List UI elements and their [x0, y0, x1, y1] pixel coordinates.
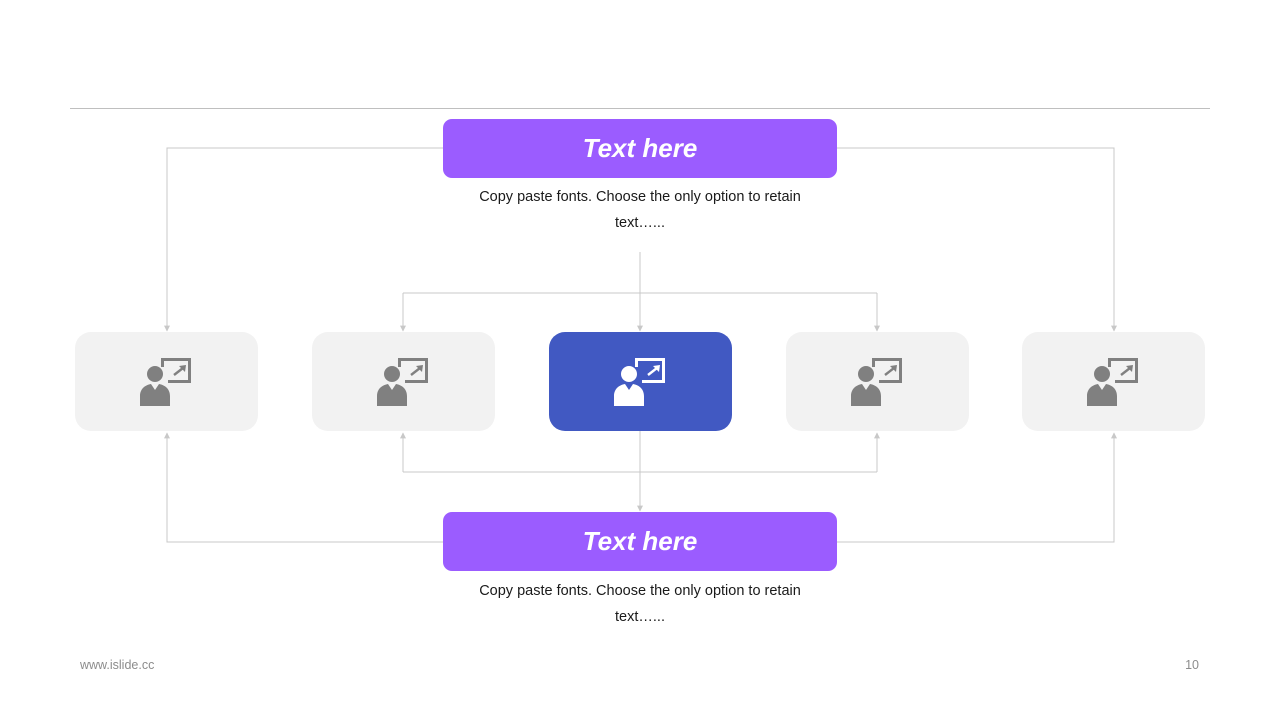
- presenter-chart-icon: [613, 357, 665, 406]
- top-description-line-1: Copy paste fonts. Choose the only option…: [479, 189, 801, 205]
- bottom-description-line-1: Copy paste fonts. Choose the only option…: [479, 583, 801, 599]
- bottom-description-line-2: text…...: [615, 609, 665, 625]
- node-1: [75, 332, 258, 431]
- page-number: 10: [1185, 658, 1199, 672]
- bottom-title: Text here: [582, 526, 698, 556]
- top-description: Copy paste fonts. Choose the only option…: [443, 184, 837, 236]
- top-description-line-2: text…...: [615, 215, 665, 231]
- presenter-chart-icon: [850, 357, 902, 406]
- node-3-active: [549, 332, 732, 431]
- connector-bottom-right-outer: [837, 432, 1117, 543]
- presenter-chart-icon: [376, 357, 428, 406]
- presenter-chart-icon: [139, 357, 191, 406]
- top-title-box: Text here: [443, 119, 837, 178]
- top-title: Text here: [582, 133, 698, 163]
- bottom-title-box: Text here: [443, 512, 837, 571]
- connector-bottom-left-outer: [164, 432, 443, 543]
- top-divider: [70, 108, 1210, 109]
- bottom-description: Copy paste fonts. Choose the only option…: [443, 578, 837, 630]
- node-2: [312, 332, 495, 431]
- node-5: [1022, 332, 1205, 431]
- connector-top-left-outer: [164, 147, 443, 332]
- footer-url[interactable]: www.islide.cc: [80, 658, 155, 672]
- connector-top-right-outer: [837, 147, 1117, 332]
- presenter-chart-icon: [1086, 357, 1138, 406]
- node-4: [786, 332, 969, 431]
